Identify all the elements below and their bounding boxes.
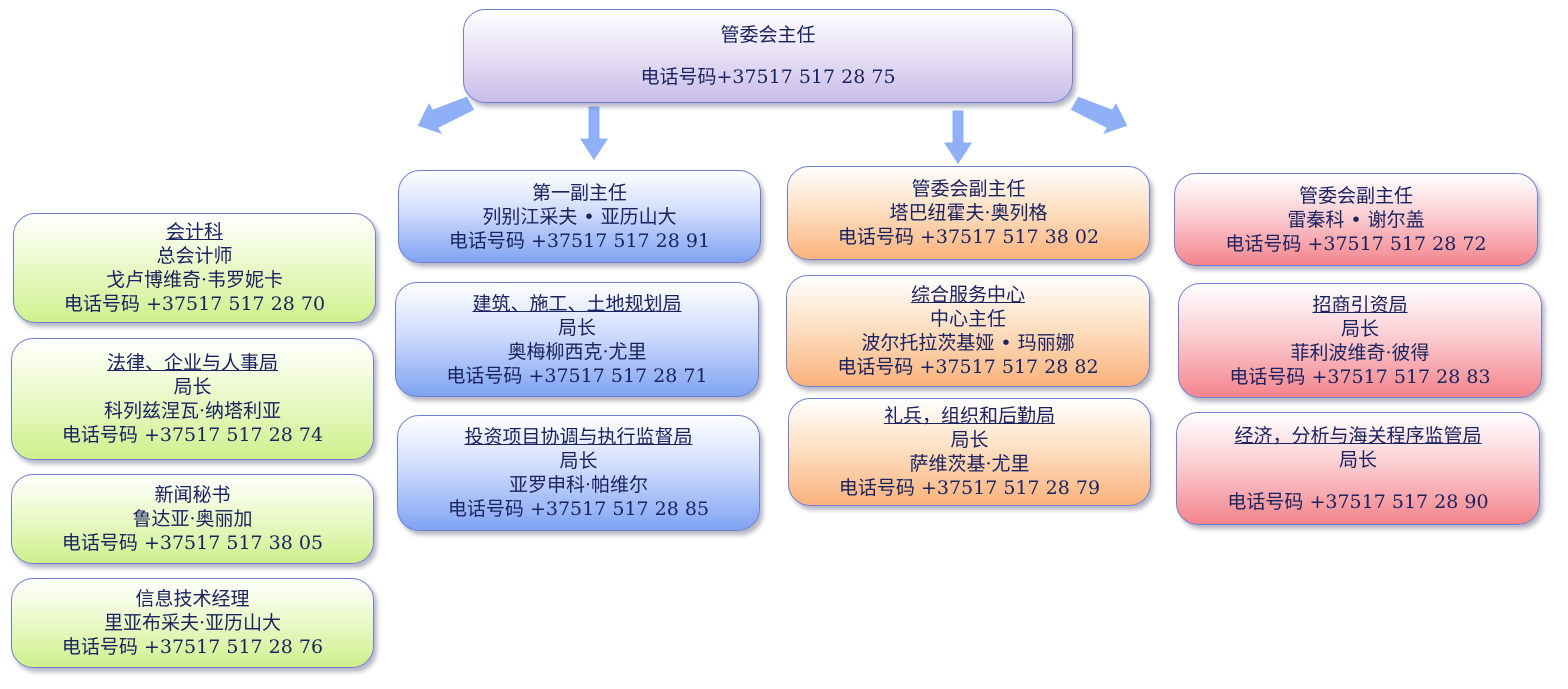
unit-title-link[interactable]: 建筑、施工、土地规划局 — [472, 292, 682, 315]
accounting-box: 会计科 总会计师 戈卢博维奇·韦罗妮卡 电话号码 +37517 517 28 7… — [13, 213, 376, 323]
logistics-bureau-box: 礼兵，组织和后勤局 局长 萨维茨基·尤里 电话号码 +37517 517 28 … — [788, 398, 1151, 506]
deputy-director-box: 管委会副主任 塔巴纽霍夫·奥列格 电话号码 +37517 517 38 02 — [787, 166, 1150, 260]
person-name: 科列兹涅瓦·纳塔利亚 — [103, 400, 282, 422]
role: 中心主任 — [929, 308, 1006, 330]
person-name: 里亚布采夫·亚历山大 — [103, 612, 282, 634]
person-name: 雷秦科 • 谢尔盖 — [1287, 208, 1425, 231]
unit-title-link[interactable]: 投资项目协调与执行监督局 — [464, 426, 693, 448]
person-name: 奥梅柳西克·尤里 — [507, 340, 647, 363]
phone: 电话号码 +37517 517 28 71 — [446, 364, 708, 387]
person-name: 波尔托拉茨基娅 • 玛丽娜 — [861, 332, 1075, 354]
position-title: 管委会副主任 — [911, 178, 1026, 200]
unit-title-link[interactable]: 礼兵，组织和后勤局 — [883, 405, 1055, 427]
person-name: 亚罗申科·帕维尔 — [508, 474, 649, 496]
role: 局长 — [1338, 448, 1377, 471]
position-title: 新闻秘书 — [154, 484, 231, 506]
phone: 电话号码 +37517 517 28 70 — [63, 293, 326, 315]
service-center-box: 综合服务中心 中心主任 波尔托拉茨基娅 • 玛丽娜 电话号码 +37517 51… — [786, 275, 1150, 387]
investment-attraction-box: 招商引资局 局长 菲利波维奇·彼得 电话号码 +37517 517 28 83 — [1178, 283, 1542, 398]
position-title: 第一副主任 — [531, 181, 627, 204]
role: 总会计师 — [156, 245, 233, 267]
phone: 电话号码 +37517 517 28 79 — [838, 477, 1101, 499]
first-deputy-box: 第一副主任 列别江采夫 • 亚历山大 电话号码 +37517 517 28 91 — [398, 170, 761, 263]
role: 局长 — [1340, 317, 1379, 340]
unit-title-link[interactable]: 招商引资局 — [1312, 293, 1408, 316]
person-name: 列别江采夫 • 亚历山大 — [482, 205, 677, 228]
phone: 电话号码 +37517 517 28 83 — [1229, 365, 1491, 388]
phone: 电话号码 +37517 517 38 05 — [61, 532, 324, 554]
arrow-down-icon — [942, 109, 974, 166]
person-name: 鲁达亚·奥丽加 — [132, 508, 253, 530]
phone: 电话号码 +37517 517 28 90 — [1227, 490, 1489, 513]
phone: 电话号码 +37517 517 28 76 — [61, 636, 324, 658]
person-name: 塔巴纽霍夫·奥列格 — [889, 202, 1048, 224]
position-title: 管委会副主任 — [1298, 184, 1413, 207]
director-phone: 电话号码+37517 517 28 75 — [640, 66, 896, 88]
arrow-down-icon — [578, 105, 610, 162]
arrow-right-icon — [1069, 95, 1129, 136]
economics-customs-box: 经济，分析与海关程序监管局 局长 电话号码 +37517 517 28 90 — [1176, 412, 1540, 525]
role: 局长 — [950, 429, 989, 451]
phone: 电话号码 +37517 517 28 82 — [837, 356, 1099, 378]
phone: 电话号码 +37517 517 28 91 — [448, 229, 711, 252]
press-secretary-box: 新闻秘书 鲁达亚·奥丽加 电话号码 +37517 517 38 05 — [11, 474, 374, 564]
unit-title-link[interactable]: 法律、企业与人事局 — [106, 352, 278, 374]
person-name: 萨维茨基·尤里 — [909, 453, 1030, 475]
phone: 电话号码 +37517 517 28 74 — [61, 424, 324, 446]
role: 局长 — [173, 376, 212, 398]
deputy-director-box: 管委会副主任 雷秦科 • 谢尔盖 电话号码 +37517 517 28 72 — [1174, 173, 1538, 266]
unit-title-link[interactable]: 会计科 — [165, 221, 223, 243]
unit-title-link[interactable]: 综合服务中心 — [910, 284, 1025, 306]
construction-bureau-box: 建筑、施工、土地规划局 局长 奥梅柳西克·尤里 电话号码 +37517 517 … — [395, 282, 759, 397]
role: 局长 — [559, 450, 598, 472]
person-name: 戈卢博维奇·韦罗妮卡 — [105, 269, 284, 291]
unit-title-link[interactable]: 经济，分析与海关程序监管局 — [1234, 424, 1482, 447]
legal-hr-box: 法律、企业与人事局 局长 科列兹涅瓦·纳塔利亚 电话号码 +37517 517 … — [11, 338, 374, 460]
role: 局长 — [557, 316, 596, 339]
director-title: 管委会主任 — [720, 24, 816, 46]
position-title: 信息技术经理 — [135, 588, 250, 610]
investment-supervision-box: 投资项目协调与执行监督局 局长 亚罗申科·帕维尔 电话号码 +37517 517… — [397, 415, 760, 531]
arrow-left-icon — [416, 95, 476, 136]
person-name: 菲利波维奇·彼得 — [1290, 341, 1430, 364]
phone: 电话号码 +37517 517 38 02 — [837, 226, 1100, 248]
it-manager-box: 信息技术经理 里亚布采夫·亚历山大 电话号码 +37517 517 28 76 — [11, 578, 374, 668]
phone: 电话号码 +37517 517 28 72 — [1225, 232, 1487, 255]
phone: 电话号码 +37517 517 28 85 — [447, 498, 710, 520]
director-box: 管委会主任 电话号码+37517 517 28 75 — [463, 9, 1073, 103]
